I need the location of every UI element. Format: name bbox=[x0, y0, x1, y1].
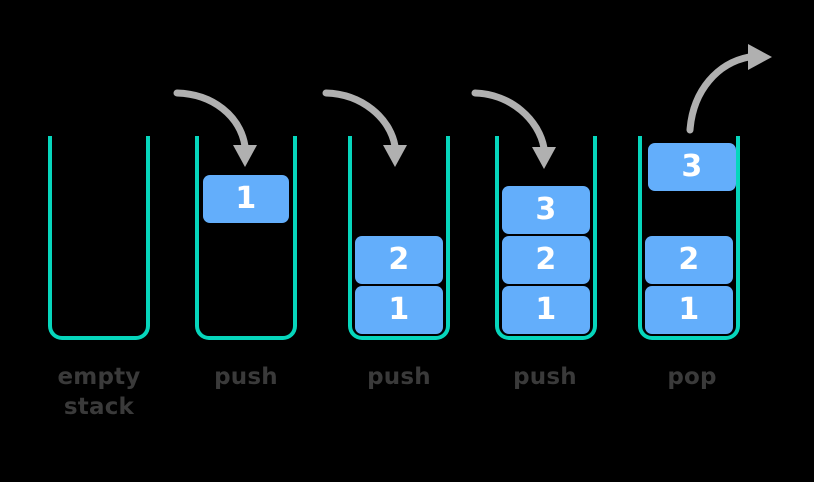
stack-caption-empty-stack: empty stack bbox=[20, 362, 178, 423]
stack-container bbox=[195, 136, 297, 340]
stack-cell: 2 bbox=[355, 236, 443, 284]
stack-caption-push: push bbox=[466, 362, 624, 392]
caption-line-1: push bbox=[513, 364, 577, 390]
stack-cell: 1 bbox=[203, 175, 289, 223]
push-arrow-icon bbox=[322, 89, 407, 167]
stack-cell: 1 bbox=[355, 286, 443, 334]
pop-arrow-icon bbox=[686, 44, 772, 134]
stack-caption-push: push bbox=[320, 362, 478, 392]
stack-cell-popped: 3 bbox=[648, 143, 736, 191]
caption-line-1: push bbox=[367, 364, 431, 390]
stack-caption-pop: pop bbox=[613, 362, 771, 392]
stack-cell: 1 bbox=[645, 286, 733, 334]
caption-line-2: stack bbox=[63, 394, 135, 421]
caption-line-1: empty bbox=[57, 364, 141, 390]
caption-line-1: push bbox=[214, 364, 278, 390]
stack-caption-push: push bbox=[167, 362, 325, 392]
stack-cell: 2 bbox=[502, 236, 590, 284]
stack-cell: 2 bbox=[645, 236, 733, 284]
caption-line-1: pop bbox=[667, 364, 717, 390]
push-arrow-icon bbox=[471, 89, 556, 169]
stack-container bbox=[48, 136, 150, 340]
stack-cell: 1 bbox=[502, 286, 590, 334]
stack-cell: 3 bbox=[502, 186, 590, 234]
push-arrow-icon bbox=[173, 89, 257, 167]
